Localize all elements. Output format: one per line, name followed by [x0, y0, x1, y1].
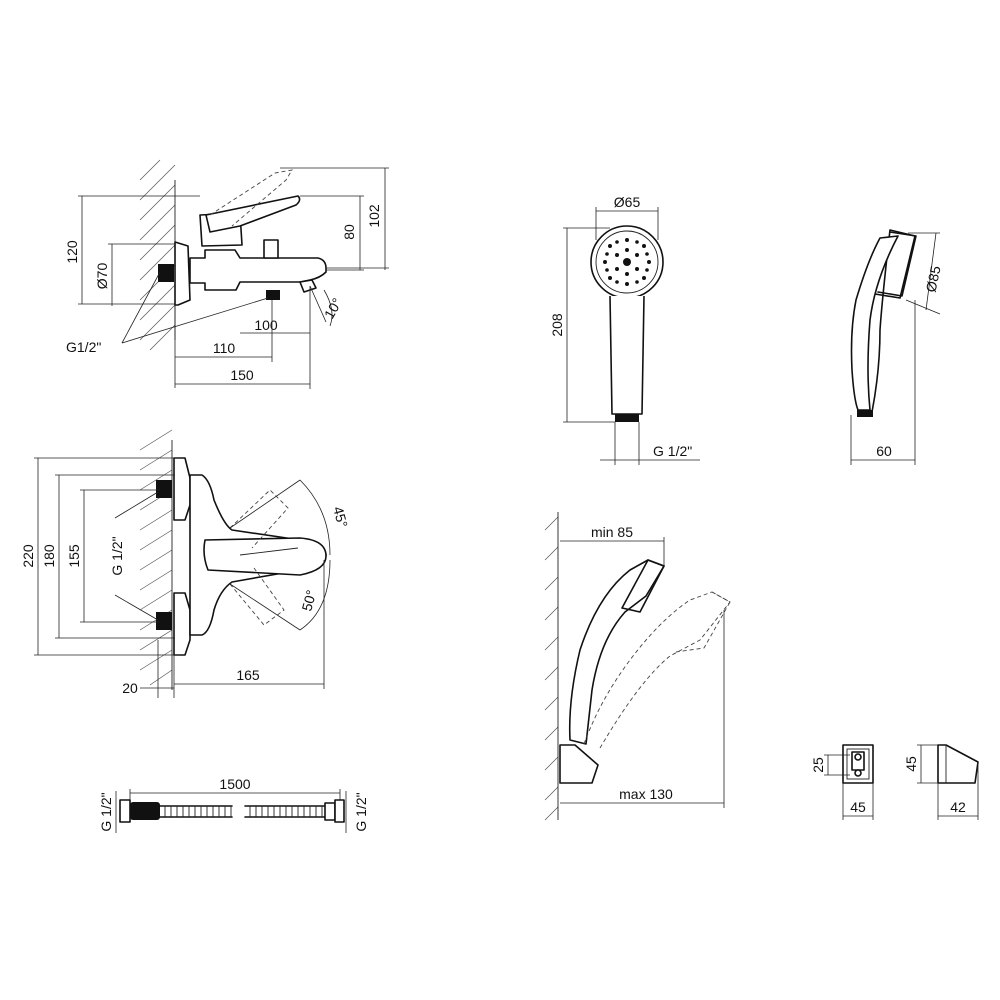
shower-max-position: [583, 591, 731, 749]
hose-segment-right: [244, 805, 326, 818]
top-lever: [203, 537, 327, 576]
dim-80: 80: [341, 224, 357, 240]
wall-hatch-holder: [544, 512, 559, 821]
dim-20: 20: [122, 680, 138, 696]
dim-60: 60: [876, 443, 892, 459]
hose-nut-right: [334, 799, 345, 823]
arc-50: [299, 559, 331, 631]
top-flange-upper: [173, 457, 191, 521]
label-g12-side: G1/2": [66, 339, 101, 355]
bracket-front: 25 45: [810, 744, 874, 820]
dim-25: 25: [810, 757, 826, 773]
dim-45-height: 45: [903, 756, 919, 772]
upper-inlet-thread: [156, 480, 172, 498]
arc-10deg: [309, 285, 333, 327]
inlet-thread: [158, 264, 174, 282]
dim-42: 42: [950, 799, 966, 815]
dim-max130: max 130: [619, 786, 673, 802]
bracket-front-body: [842, 744, 874, 784]
side-thread: [857, 410, 873, 417]
lever-raised-ghost: [209, 169, 293, 227]
outlet-thread: [266, 290, 280, 300]
wall-bracket: [559, 744, 599, 784]
top-flange-lower: [173, 592, 191, 656]
shower-head-side: Ø85 60: [850, 229, 944, 465]
hose-view: 1500 G 1/2" G 1/2": [98, 776, 369, 833]
mixer-body: [189, 249, 327, 291]
dim-45-width: 45: [850, 799, 866, 815]
shower-min-position: [568, 559, 665, 745]
dim-min85: min 85: [591, 524, 633, 540]
mixer-top-view: 45° 50° 220 180 155 G 1/2" 20 165: [20, 429, 351, 698]
dim-220: 220: [20, 544, 36, 568]
label-g12-shower: G 1/2": [653, 443, 692, 459]
wall-hatch-side: [139, 159, 176, 351]
dim-1500: 1500: [219, 776, 250, 792]
label-g12-top: G 1/2": [109, 536, 125, 575]
nozzle-pattern: [603, 238, 651, 286]
dim-165: 165: [236, 667, 260, 683]
dim-d85: Ø85: [923, 264, 944, 293]
side-head-face: [850, 235, 899, 411]
bracket-screw-top: [854, 753, 862, 761]
lever-detail: [239, 547, 299, 556]
diverter-knob: [263, 239, 279, 259]
arc-45: [299, 479, 331, 556]
holder-range-view: min 85 max 130: [544, 512, 731, 821]
flange: [174, 241, 191, 306]
dim-155: 155: [66, 544, 82, 568]
shower-outlet: [299, 279, 317, 293]
hose-segment-left: [159, 805, 233, 818]
lever-handle: [205, 195, 301, 233]
dim-102: 102: [366, 204, 382, 228]
dim-180: 180: [41, 544, 57, 568]
dim-150: 150: [230, 367, 254, 383]
dim-50deg: 50°: [298, 588, 319, 613]
label-g12-hose-left: G 1/2": [98, 792, 114, 831]
bracket-screw-bottom: [854, 769, 862, 777]
wall-hatch-top: [139, 429, 173, 690]
bracket-side: 45 42: [903, 744, 979, 820]
dim-208: 208: [549, 313, 565, 337]
shower-handle: [609, 295, 645, 415]
mixer-side-view: 120 Ø70 80 102 G1/2" 100 10° 110 150: [64, 159, 389, 389]
lower-inlet-thread: [156, 612, 172, 630]
label-g12-hose-right: G 1/2": [353, 792, 369, 831]
dim-d65: Ø65: [614, 194, 641, 210]
hose-cone-left: [130, 802, 160, 820]
shower-thread: [615, 414, 639, 422]
dim-45deg: 45°: [330, 505, 351, 530]
shower-head-front: Ø65 208 G 1/2": [549, 194, 700, 465]
hose-ferrule-right: [324, 802, 336, 821]
dim-120: 120: [64, 240, 80, 264]
bracket-side-body: [937, 744, 979, 784]
lever-ghost-45: [229, 489, 289, 549]
dim-100: 100: [254, 317, 278, 333]
lever-ghost-50: [229, 567, 285, 626]
dim-110: 110: [213, 340, 236, 356]
hose-nut-left: [119, 799, 131, 823]
dim-d70: Ø70: [94, 263, 110, 290]
